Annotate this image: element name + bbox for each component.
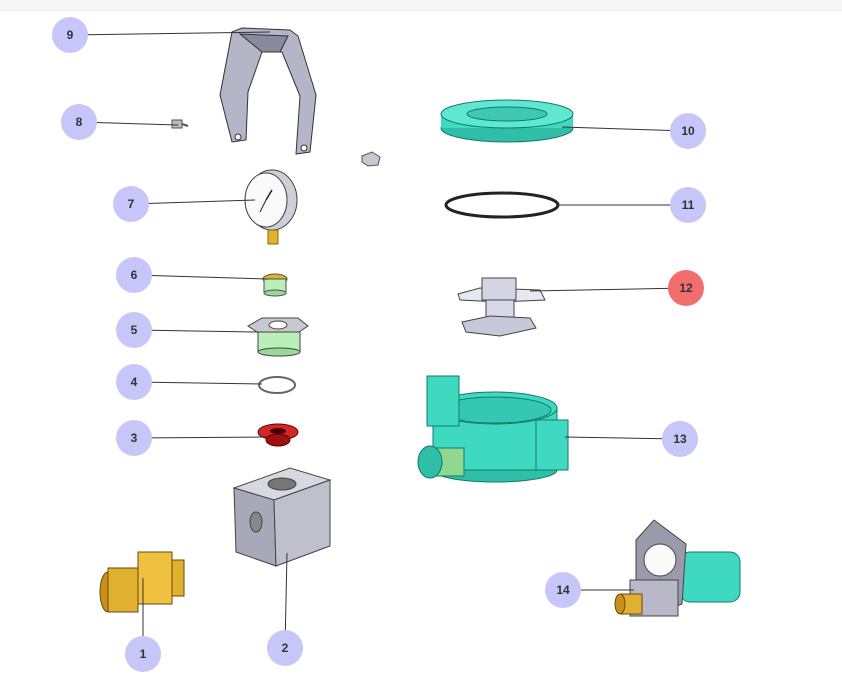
part-teal-housing[interactable]	[417, 375, 569, 483]
callout-5[interactable]: 5	[116, 312, 152, 348]
leader-line-13	[564, 436, 681, 440]
callout-6[interactable]: 6	[116, 257, 152, 293]
leader-line-10	[561, 126, 689, 132]
part-large-o-ring[interactable]	[444, 191, 560, 219]
leader-line-7	[130, 199, 256, 205]
leader-line-4	[133, 381, 263, 385]
part-small-o-ring[interactable]	[258, 376, 296, 394]
leader-line-5	[133, 329, 259, 333]
callout-label: 1	[140, 647, 147, 661]
part-screw[interactable]	[171, 119, 189, 129]
leader-line-9	[69, 31, 271, 36]
callout-label: 9	[67, 28, 74, 42]
callout-4[interactable]: 4	[116, 364, 152, 400]
callout-label: 6	[131, 268, 138, 282]
callout-label: 13	[673, 432, 687, 446]
leader-line-3	[133, 436, 269, 439]
callout-label: 4	[131, 375, 138, 389]
leader-line-12	[529, 287, 687, 292]
callout-3[interactable]: 3	[116, 420, 152, 456]
callout-label: 12	[679, 281, 693, 295]
callout-12-selected[interactable]: 12	[668, 270, 704, 306]
part-small-bushing[interactable]	[262, 273, 288, 297]
callout-label: 2	[282, 641, 289, 655]
callout-label: 5	[131, 323, 138, 337]
callout-13[interactable]: 13	[662, 421, 698, 457]
callout-1[interactable]: 1	[125, 636, 161, 672]
part-bracket[interactable]	[219, 27, 317, 155]
leader-line-6	[133, 274, 269, 280]
callout-label: 3	[131, 431, 138, 445]
part-teal-flange-ring[interactable]	[440, 99, 574, 143]
part-brass-fitting[interactable]	[99, 551, 185, 613]
callout-label: 7	[128, 197, 135, 211]
callout-label: 8	[76, 115, 83, 129]
part-impeller-spider[interactable]	[457, 277, 546, 337]
callout-label: 14	[556, 583, 570, 597]
callout-8[interactable]: 8	[61, 104, 97, 140]
part-small-screw[interactable]	[361, 151, 381, 167]
callout-7[interactable]: 7	[113, 186, 149, 222]
callout-9[interactable]: 9	[52, 17, 88, 53]
callout-14[interactable]: 14	[545, 572, 581, 608]
top-bar	[0, 0, 842, 11]
callout-10[interactable]: 10	[670, 113, 706, 149]
part-pressure-gauge[interactable]	[244, 169, 298, 245]
part-large-bushing[interactable]	[247, 317, 309, 357]
callout-label: 10	[681, 124, 695, 138]
callout-11[interactable]: 11	[670, 187, 706, 223]
callout-label: 11	[682, 198, 695, 212]
part-red-seal[interactable]	[257, 423, 299, 447]
part-assembly[interactable]	[614, 519, 741, 617]
part-valve-block[interactable]	[232, 467, 332, 567]
callout-2[interactable]: 2	[267, 630, 303, 666]
